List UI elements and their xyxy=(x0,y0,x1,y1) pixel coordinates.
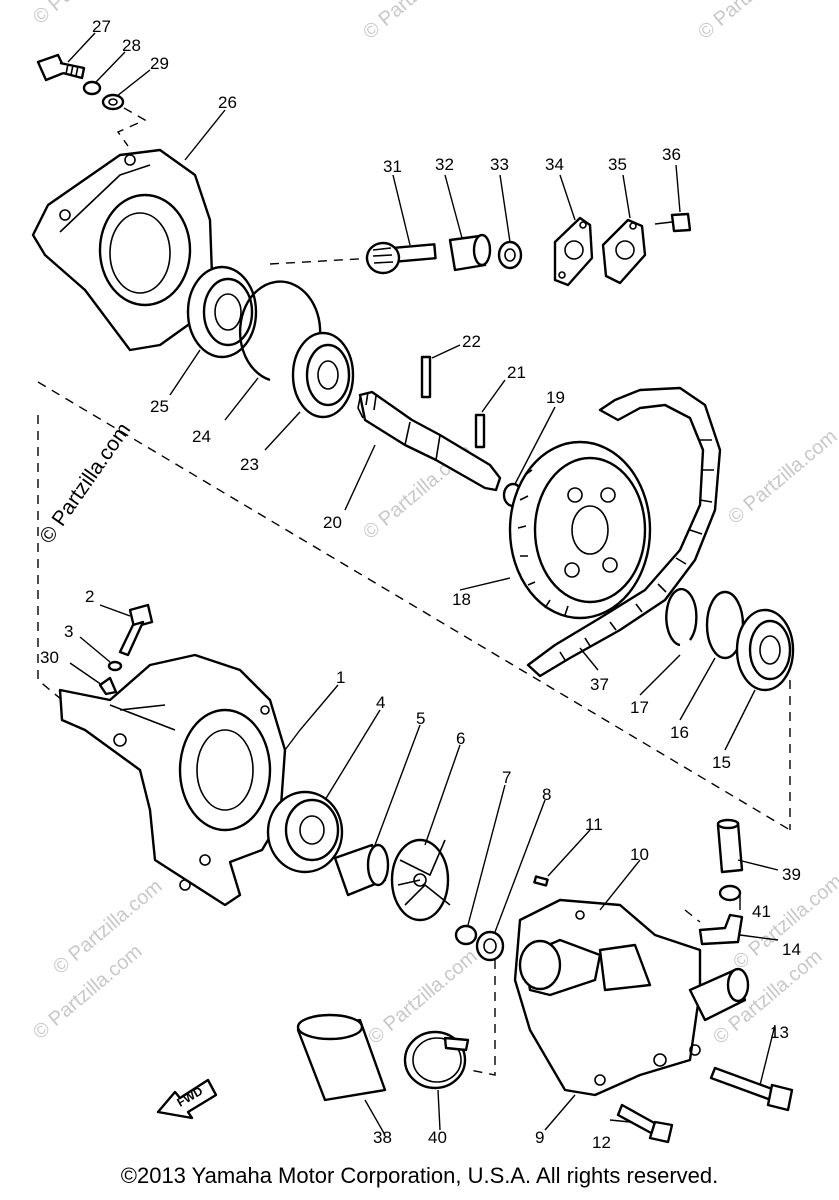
part-15-bearing xyxy=(735,608,795,692)
part-6-impeller xyxy=(390,838,451,922)
label-8: 8 xyxy=(542,785,551,804)
label-26: 26 xyxy=(218,93,237,112)
part-33-oil-seal xyxy=(497,240,523,270)
part-40-hose-clamp xyxy=(403,1030,470,1090)
part-29-washer xyxy=(101,93,125,111)
watermark-side: © Partzilla.com xyxy=(35,419,135,548)
part-labels: 27 28 29 26 31 32 33 34 35 36 25 24 23 2… xyxy=(40,17,801,1152)
label-41: 41 xyxy=(752,902,771,921)
part-4-bearing xyxy=(266,790,344,874)
label-24: 24 xyxy=(192,427,211,446)
part-18-pulley xyxy=(508,440,652,620)
part-13-bolt xyxy=(709,1066,794,1112)
label-25: 25 xyxy=(150,397,169,416)
part-3-washer xyxy=(107,660,123,672)
label-19: 19 xyxy=(546,388,565,407)
part-32-collar xyxy=(448,233,492,272)
part-20-gear-shaft xyxy=(357,390,502,492)
label-1: 1 xyxy=(336,668,345,687)
label-2: 2 xyxy=(85,587,94,606)
label-28: 28 xyxy=(122,36,141,55)
label-22: 22 xyxy=(462,332,481,351)
part-9-pump-cover xyxy=(513,898,750,1097)
label-37: 37 xyxy=(590,675,609,694)
label-40: 40 xyxy=(428,1128,447,1147)
part-5-collar xyxy=(333,843,390,897)
part-1-housing xyxy=(58,653,287,907)
part-17-circlip xyxy=(665,587,698,647)
part-31-shaft xyxy=(365,241,437,275)
part-37-timing-belt xyxy=(526,386,722,678)
label-17: 17 xyxy=(630,698,649,717)
copyright-footer: ©2013 Yamaha Motor Corporation, U.S.A. A… xyxy=(120,1163,719,1188)
label-3: 3 xyxy=(64,622,73,641)
part-12-bolt xyxy=(616,1103,674,1144)
label-38: 38 xyxy=(373,1128,392,1147)
label-16: 16 xyxy=(670,723,689,742)
fwd-arrow-icon: FWD xyxy=(156,1078,218,1120)
part-7-washer xyxy=(454,924,478,946)
part-35-plate xyxy=(601,218,647,285)
label-21: 21 xyxy=(507,363,526,382)
watermark: © Partzilla.com xyxy=(359,0,476,44)
label-23: 23 xyxy=(240,455,259,474)
label-4: 4 xyxy=(376,693,385,712)
part-30-clip xyxy=(98,676,118,696)
exploded-parts-diagram: © Partzilla.com © Partzilla.com © Partzi… xyxy=(29,0,839,1152)
label-30: 30 xyxy=(40,648,59,667)
label-27: 27 xyxy=(92,17,111,36)
watermark: © Partzilla.com xyxy=(694,0,811,44)
assembly-lines xyxy=(37,99,791,1076)
part-25-bearing xyxy=(186,265,258,359)
label-10: 10 xyxy=(630,845,649,864)
label-11: 11 xyxy=(585,815,603,834)
part-38-hose xyxy=(296,1013,387,1102)
label-31: 31 xyxy=(383,157,402,176)
label-29: 29 xyxy=(150,54,169,73)
part-39-hose xyxy=(716,818,744,874)
part-8-seal xyxy=(475,930,505,962)
part-26-bearing-cover xyxy=(31,148,214,352)
part-34-gasket xyxy=(553,216,594,287)
part-11-dowel-pin xyxy=(533,875,549,887)
part-36-screw xyxy=(654,212,692,233)
label-20: 20 xyxy=(323,513,342,532)
label-14: 14 xyxy=(782,940,801,959)
part-23-bearing xyxy=(291,331,355,419)
part-22-pin xyxy=(420,355,432,399)
label-35: 35 xyxy=(608,155,627,174)
label-39: 39 xyxy=(782,865,801,884)
label-36: 36 xyxy=(662,145,681,164)
label-33: 33 xyxy=(490,155,509,174)
label-12: 12 xyxy=(592,1133,611,1152)
part-14-elbow-pipe xyxy=(698,913,744,946)
part-21-pin xyxy=(474,413,486,449)
label-34: 34 xyxy=(545,155,564,174)
part-41-clamp xyxy=(718,884,742,902)
part-27-bolt xyxy=(36,53,86,82)
watermark: © Partzilla.com xyxy=(29,0,146,29)
label-15: 15 xyxy=(712,753,731,772)
label-13: 13 xyxy=(770,1023,789,1042)
label-6: 6 xyxy=(456,729,465,748)
label-9: 9 xyxy=(535,1128,544,1147)
label-32: 32 xyxy=(435,155,454,174)
part-2-bolt xyxy=(118,603,154,657)
watermark: © Partzilla.com xyxy=(724,425,839,528)
leader-lines xyxy=(67,32,779,1136)
label-7: 7 xyxy=(502,768,511,787)
label-18: 18 xyxy=(452,590,471,609)
part-28-spring-washer xyxy=(82,80,102,96)
label-5: 5 xyxy=(416,709,425,728)
